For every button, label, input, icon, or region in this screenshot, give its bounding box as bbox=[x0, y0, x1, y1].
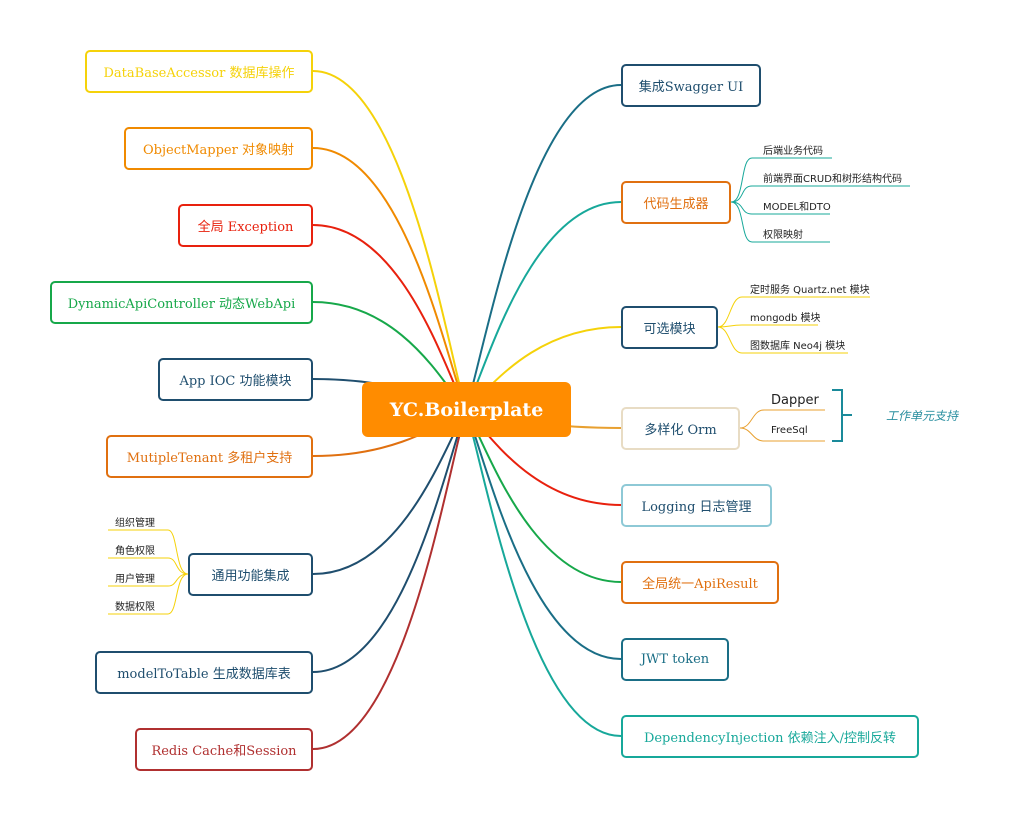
branch-orm[interactable]: 多样化 Orm bbox=[621, 407, 740, 450]
connector-codegen-child-0 bbox=[730, 157, 832, 203]
branch-global-exception[interactable]: 全局 Exception bbox=[178, 204, 313, 247]
connector-di bbox=[465, 409, 622, 737]
branch-redis-cache[interactable]: Redis Cache和Session bbox=[135, 728, 313, 771]
orm-child-freesql[interactable]: FreeSql bbox=[771, 425, 808, 436]
root-node[interactable]: YC.Boilerplate bbox=[362, 382, 571, 437]
branch-code-generator[interactable]: 代码生成器 bbox=[621, 181, 731, 224]
branch-api-result[interactable]: 全局统一ApiResult bbox=[621, 561, 779, 604]
connector-optional-child-0 bbox=[717, 296, 870, 328]
optional-child-neo4j[interactable]: 图数据库 Neo4j 模块 bbox=[750, 341, 846, 352]
connector-orm-child-0 bbox=[739, 409, 825, 429]
connector-codegen-child-2 bbox=[730, 201, 830, 215]
branch-dynamic-api-controller[interactable]: DynamicApiController 动态WebApi bbox=[50, 281, 313, 324]
branch-model-to-table[interactable]: modelToTable 生成数据库表 bbox=[95, 651, 313, 694]
branch-jwt-token[interactable]: JWT token bbox=[621, 638, 729, 681]
common-child-users[interactable]: 用户管理 bbox=[115, 574, 155, 585]
branch-logging[interactable]: Logging 日志管理 bbox=[621, 484, 772, 527]
connector-codegen bbox=[465, 201, 622, 411]
branch-databaseaccessor[interactable]: DataBaseAccessor 数据库操作 bbox=[85, 50, 313, 93]
codegen-child-backend[interactable]: 后端业务代码 bbox=[763, 146, 823, 157]
connector-common-child-2 bbox=[108, 573, 189, 587]
codegen-child-frontend[interactable]: 前端界面CRUD和树形结构代码 bbox=[763, 174, 902, 185]
branch-dependency-injection[interactable]: DependencyInjection 依赖注入/控制反转 bbox=[621, 715, 919, 758]
orm-bracket bbox=[832, 389, 852, 442]
connector-codegen-child-1 bbox=[730, 185, 910, 203]
connector-model2table bbox=[312, 409, 467, 673]
branch-optional-modules[interactable]: 可选模块 bbox=[621, 306, 718, 349]
connector-orm-child-1 bbox=[739, 427, 825, 442]
branch-objectmapper[interactable]: ObjectMapper 对象映射 bbox=[124, 127, 313, 170]
connector-swagger bbox=[465, 84, 622, 411]
optional-child-mongodb[interactable]: mongodb 模块 bbox=[750, 313, 821, 324]
connector-optional-child-2 bbox=[717, 326, 848, 354]
branch-app-ioc[interactable]: App IOC 功能模块 bbox=[158, 358, 313, 401]
connector-objmapper bbox=[312, 147, 467, 411]
orm-child-dapper[interactable]: Dapper bbox=[771, 393, 819, 408]
orm-unit-of-work-note: 工作单元支持 bbox=[886, 409, 959, 423]
connector-common-child-1 bbox=[108, 557, 189, 575]
optional-child-quartz[interactable]: 定时服务 Quartz.net 模块 bbox=[750, 285, 870, 296]
codegen-child-permission[interactable]: 权限映射 bbox=[763, 230, 803, 241]
branch-multiple-tenant[interactable]: MutipleTenant 多租户支持 bbox=[106, 435, 313, 478]
common-child-org[interactable]: 组织管理 bbox=[115, 518, 155, 529]
connector-codegen-child-3 bbox=[730, 201, 830, 243]
connector-common-child-0 bbox=[108, 529, 189, 575]
common-child-roles[interactable]: 角色权限 bbox=[115, 546, 155, 557]
branch-common-features[interactable]: 通用功能集成 bbox=[188, 553, 313, 596]
connector-common-child-3 bbox=[108, 573, 189, 615]
codegen-child-model-dto[interactable]: MODEL和DTO bbox=[763, 202, 831, 213]
connector-redis bbox=[312, 409, 467, 750]
branch-swagger-ui[interactable]: 集成Swagger UI bbox=[621, 64, 761, 107]
connector-jwt bbox=[465, 409, 622, 660]
connector-optional-child-1 bbox=[717, 324, 818, 328]
common-child-data-perm[interactable]: 数据权限 bbox=[115, 602, 155, 613]
connector-dba bbox=[312, 70, 467, 411]
